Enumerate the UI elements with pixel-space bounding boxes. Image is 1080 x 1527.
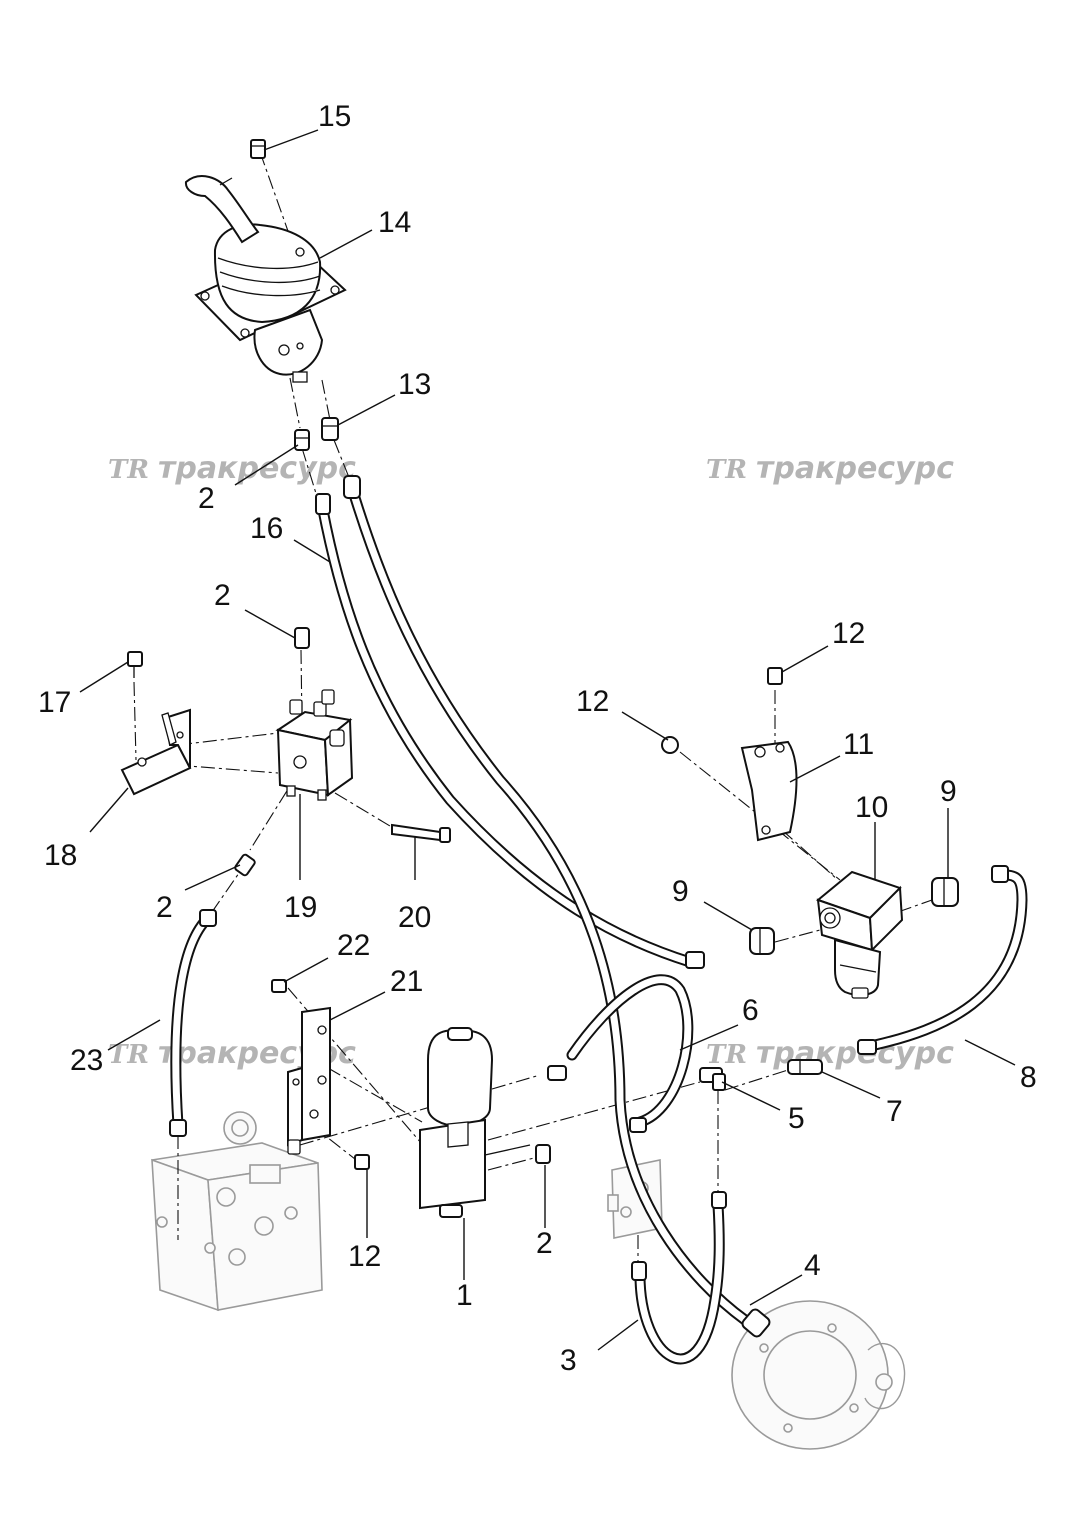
callout-19: 19 (284, 891, 317, 924)
bracket-11 (740, 740, 798, 842)
callout-18: 18 (44, 839, 77, 872)
hose-end-filter (685, 865, 1009, 969)
callout-5: 5 (788, 1102, 805, 1135)
callout-3: 3 (560, 1344, 577, 1377)
hose-23 (170, 912, 214, 1131)
callout-21: 21 (390, 965, 423, 998)
svg-text:тракресурс: тракресурс (756, 1036, 954, 1071)
filter-10 (815, 870, 904, 999)
ghost-slewing-ring (731, 1300, 906, 1450)
svg-text:TR: TR (108, 1040, 149, 1070)
svg-text:тракресурс: тракресурс (158, 451, 356, 486)
bolt-12-lower (354, 1154, 370, 1170)
fitting-2-upper-valve (294, 627, 310, 649)
callout-12-top: 12 (832, 617, 865, 650)
callout-14: 14 (378, 206, 411, 239)
hose-8 (869, 869, 1028, 1051)
callout-4: 4 (804, 1249, 821, 1282)
fitting-5 (699, 1067, 726, 1091)
bolt-20 (391, 823, 451, 843)
callout-2-joystick: 2 (198, 482, 215, 515)
callout-7: 7 (886, 1095, 903, 1128)
callout-10: 10 (855, 791, 888, 824)
bracket-21 (287, 1006, 331, 1155)
callouts: 15 14 13 2 16 2 17 18 19 20 2 12 12 11 1… (38, 100, 1037, 1377)
watermark-mid-right: TR тракресурс (706, 1036, 954, 1071)
callout-9-left: 9 (672, 875, 689, 908)
hose-end-fittings-misc (169, 909, 771, 1338)
callout-1: 1 (456, 1279, 473, 1312)
fitting-9-right (931, 877, 959, 907)
svg-text:TR: TR (706, 455, 747, 485)
callout-16: 16 (250, 512, 283, 545)
fitting-7 (787, 1039, 877, 1075)
svg-text:тракресурс: тракресурс (756, 451, 954, 486)
callout-17: 17 (38, 686, 71, 719)
leader-lines (79, 129, 1016, 1351)
fitting-2-left (234, 853, 256, 877)
callout-6: 6 (742, 994, 759, 1027)
callout-20: 20 (398, 901, 431, 934)
fitting-13 (321, 417, 339, 441)
fitting-2-accumulator (535, 1144, 551, 1164)
bracket-18 (120, 708, 192, 796)
bolt-15 (250, 139, 266, 159)
callout-12-bottom: 12 (348, 1240, 381, 1273)
watermark-top-left: TR тракресурс (108, 451, 356, 486)
fitting-2-top (294, 429, 310, 451)
bolt-22 (271, 979, 287, 993)
hose-16-group (316, 482, 751, 1326)
callout-11: 11 (843, 728, 874, 761)
callout-13: 13 (398, 368, 431, 401)
hose-6 (566, 974, 694, 1128)
callout-2-valve: 2 (214, 579, 231, 612)
callout-23: 23 (70, 1044, 103, 1077)
svg-text:TR: TR (706, 1040, 747, 1070)
bolt-12-right-top (767, 667, 783, 685)
callout-12-mid: 12 (576, 685, 609, 718)
accumulator-1 (419, 1027, 531, 1218)
callout-2-left: 2 (156, 891, 173, 924)
callout-2-accumulator: 2 (536, 1227, 553, 1260)
hose-3 (634, 1199, 725, 1365)
fitting-9-left (749, 927, 775, 955)
callout-8: 8 (1020, 1061, 1037, 1094)
callout-22: 22 (337, 929, 370, 962)
hose-end-fittings-top (315, 475, 361, 515)
svg-text:TR: TR (108, 455, 149, 485)
valve-block-19 (275, 689, 354, 801)
watermark-top-right: TR тракресурс (706, 451, 954, 486)
plug-12-right (661, 736, 679, 754)
callout-9-right: 9 (940, 775, 957, 808)
ghost-valve-block (151, 1111, 323, 1312)
joystick-assembly (184, 175, 347, 383)
bolt-17 (127, 651, 143, 678)
callout-15: 15 (318, 100, 351, 133)
